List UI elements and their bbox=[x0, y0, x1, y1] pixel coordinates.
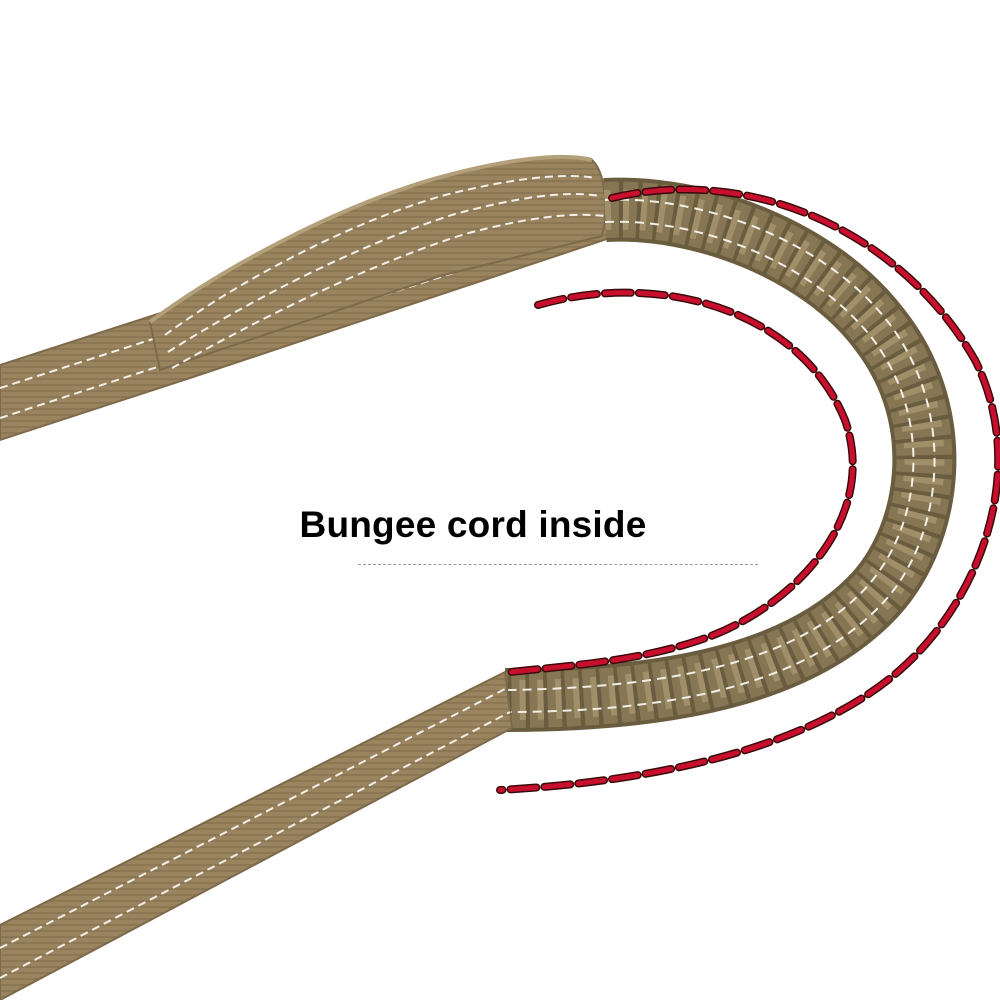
handle-loop bbox=[148, 154, 607, 372]
lower-strap bbox=[0, 670, 514, 1000]
stitch-line bbox=[167, 193, 601, 353]
stitch-line bbox=[504, 198, 936, 713]
bungee-section bbox=[504, 177, 957, 732]
stitch-line bbox=[0, 711, 511, 979]
stitch-line bbox=[0, 687, 508, 949]
stitch-line bbox=[164, 174, 597, 336]
guide-lines bbox=[496, 185, 1000, 794]
stitch-line bbox=[171, 213, 605, 369]
stitch-line bbox=[504, 220, 915, 691]
bungee-cord-label: Bungee cord inside bbox=[299, 504, 647, 545]
label-underline bbox=[358, 564, 758, 565]
